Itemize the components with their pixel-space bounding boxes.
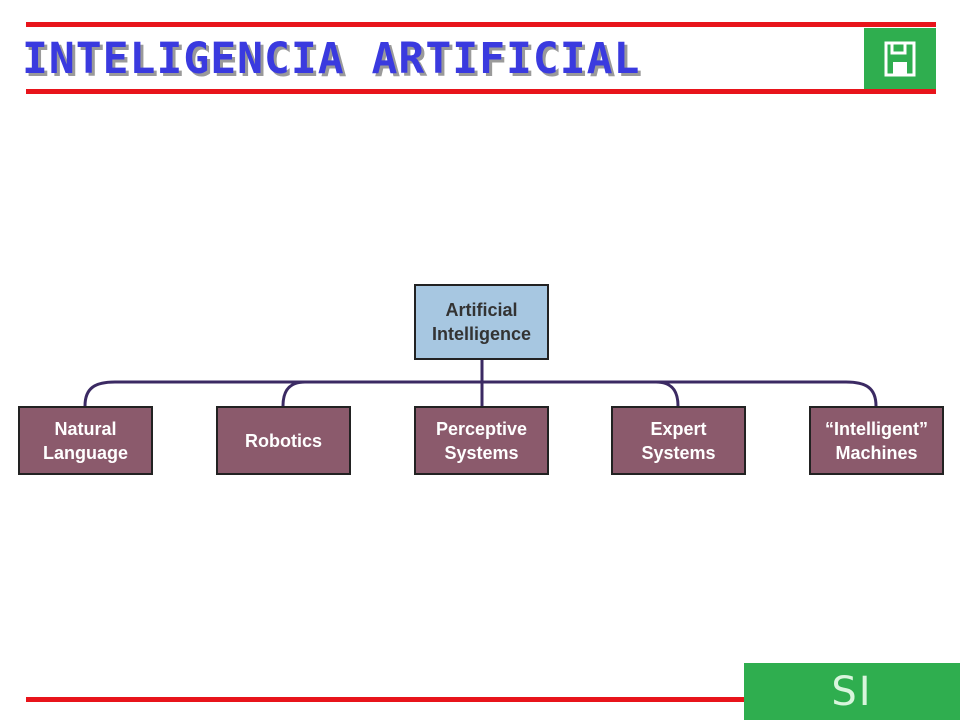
- top-red-rule: [26, 22, 936, 27]
- horizontal-bus-line: [83, 380, 878, 407]
- node-intelligent-machines: “Intelligent” Machines: [809, 406, 944, 475]
- node-expert-systems: Expert Systems: [611, 406, 746, 475]
- node-robotics: Robotics: [216, 406, 351, 475]
- footer-si-block: SI: [744, 663, 960, 720]
- branch-robotics-line: [281, 380, 306, 407]
- floppy-disk-icon: [884, 41, 916, 76]
- node-natural-language: Natural Language: [18, 406, 153, 475]
- bottom-red-rule: [26, 697, 746, 702]
- save-button[interactable]: [864, 28, 936, 89]
- node-artificial-intelligence: Artificial Intelligence: [414, 284, 549, 360]
- footer-si-label: SI: [831, 668, 873, 715]
- title-underline-rule: [26, 89, 936, 94]
- node-perceptive-systems: Perceptive Systems: [414, 406, 549, 475]
- slide-title: INTELIGENCIA ARTIFICIAL: [22, 34, 641, 84]
- branch-expert-line: [655, 380, 680, 407]
